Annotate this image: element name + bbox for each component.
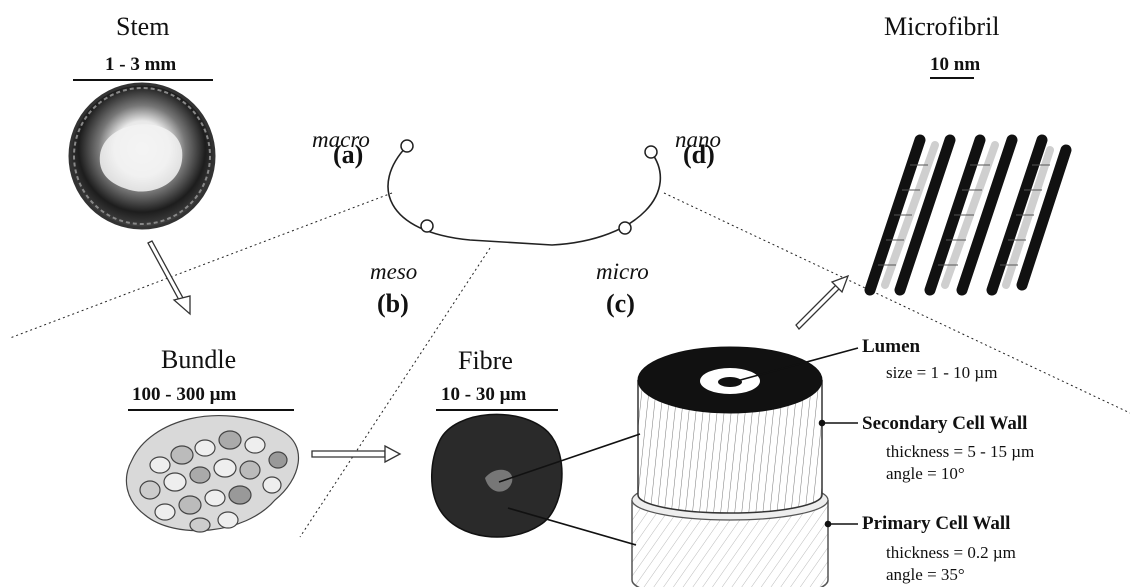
- zoom-line-macro-left: [9, 192, 393, 339]
- microfibril-image: [864, 134, 1072, 296]
- secondary-wall-thickness: thickness = 5 - 15 µm: [886, 442, 1035, 461]
- level-micro: micro: [596, 259, 649, 284]
- fibre-title: Fibre: [458, 346, 513, 375]
- node-nano: [644, 145, 658, 159]
- stem-image: [68, 82, 216, 230]
- level-meso-letter: (b): [377, 289, 409, 318]
- primary-wall-label: Primary Cell Wall: [862, 513, 1011, 534]
- leader-fibre-primary: [507, 507, 637, 546]
- arrow-stem-to-bundle: [147, 240, 191, 316]
- arc-path: [387, 145, 662, 246]
- level-macro-letter: (a): [333, 140, 364, 169]
- fibre-image: [431, 413, 563, 538]
- node-macro: [400, 139, 414, 153]
- zoom-lines: [9, 192, 1130, 538]
- stem-title: Stem: [116, 12, 170, 41]
- microfibril-title: Microfibril: [884, 12, 1000, 41]
- scale-arc: [387, 139, 662, 246]
- level-macro: macro: [312, 127, 370, 152]
- bundle-scale-bar: [128, 409, 294, 411]
- fibre-scale: 10 - 30 µm: [441, 384, 527, 405]
- node-micro: [618, 221, 632, 235]
- lumen-label: Lumen: [862, 336, 921, 357]
- bundle-scale: 100 - 300 µm: [132, 384, 237, 405]
- primary-wall-thickness: thickness = 0.2 µm: [886, 543, 1016, 562]
- primary-wall-angle: angle = 35°: [886, 565, 965, 584]
- cell-wall-cylinder: [631, 346, 829, 587]
- level-nano-letter: (d): [683, 140, 715, 169]
- zoom-line-micro-right: [663, 192, 1130, 414]
- secondary-wall-angle: angle = 10°: [886, 464, 965, 483]
- level-nano: nano: [675, 127, 721, 152]
- leader-lines: [498, 347, 859, 546]
- arrows: [147, 240, 850, 464]
- secondary-wall-layer: [637, 380, 823, 514]
- fibre-scale-bar: [436, 409, 558, 411]
- arrow-to-microfibril: [795, 274, 850, 330]
- microfibril-scale: 10 nm: [930, 54, 981, 75]
- stem-scale-bar: [73, 79, 213, 81]
- leader-fibre-secondary: [498, 433, 641, 483]
- leader-lumen: [732, 347, 859, 383]
- stem-scale: 1 - 3 mm: [105, 54, 177, 75]
- bundle-title: Bundle: [161, 345, 237, 374]
- node-meso: [420, 219, 434, 233]
- level-meso: meso: [370, 259, 418, 284]
- level-micro-letter: (c): [606, 289, 635, 318]
- primary-wall-layer: [631, 500, 829, 587]
- microfibril-scale-bar: [930, 77, 974, 79]
- bundle-image: [125, 415, 300, 533]
- lumen-size: size = 1 - 10 µm: [886, 363, 998, 382]
- secondary-wall-label: Secondary Cell Wall: [862, 413, 1028, 434]
- arrow-bundle-to-fibre: [311, 444, 402, 464]
